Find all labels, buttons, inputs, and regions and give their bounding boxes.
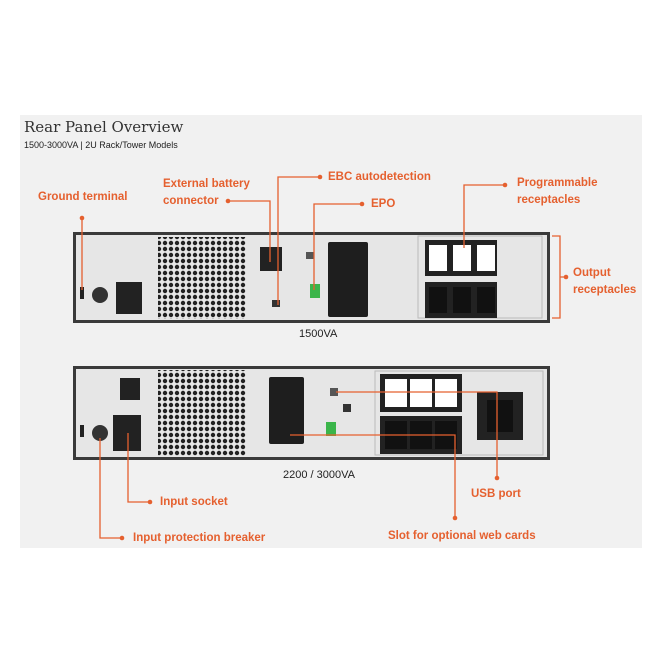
ground-terminal: [80, 425, 84, 437]
callout-web-card-slot: Slot for optional web cards: [388, 530, 536, 542]
programmable-receptacles: [380, 374, 462, 412]
page-title: Rear Panel Overview: [24, 118, 184, 136]
callout-text: Output: [573, 267, 611, 279]
page-subtitle: 1500-3000VA | 2U Rack/Tower Models: [24, 140, 178, 150]
circuit-breaker: [92, 425, 108, 441]
callout-text: connector: [163, 195, 219, 207]
callout-text: receptacles: [517, 194, 581, 206]
callout-text: External battery: [163, 178, 250, 190]
usb-port: [306, 252, 314, 259]
ups-1500va-rear: [73, 232, 550, 323]
callout-output-receptacles: Output receptacles: [573, 265, 636, 299]
callout-epo: EPO: [371, 198, 396, 210]
callout-ground-terminal: Ground terminal: [38, 191, 128, 203]
fan-vent: [158, 237, 246, 319]
callout-text: Programmable: [517, 177, 598, 189]
model-label-1500va: 1500VA: [299, 328, 338, 340]
callout-programmable-receptacles: Programmable receptacles: [517, 175, 598, 209]
callout-input-socket: Input socket: [160, 496, 228, 508]
input-socket: [116, 282, 142, 314]
callout-ebc-autodetection: EBC autodetection: [328, 171, 431, 183]
callout-dots: [79, 174, 569, 541]
epo-connector: [310, 284, 320, 298]
callout-text: receptacles: [573, 284, 637, 296]
callout-external-battery: External battery connector: [163, 176, 250, 210]
ups-2200-3000va-rear: [73, 366, 550, 460]
web-card-slot: [328, 242, 368, 317]
circuit-breaker: [92, 287, 108, 303]
fan-vent: [158, 370, 246, 456]
output-receptacles: [425, 282, 497, 318]
ebc-connector: [260, 247, 282, 271]
usb-port: [330, 388, 338, 396]
epo-connector: [326, 422, 336, 436]
callout-lines: [81, 176, 566, 539]
callout-usb-port: USB port: [471, 488, 521, 500]
model-label-2200-3000va: 2200 / 3000VA: [283, 469, 355, 481]
programmable-receptacles: [425, 240, 497, 276]
ebc-connector: [120, 378, 140, 400]
diagram-background: [20, 115, 642, 548]
input-socket: [113, 415, 141, 451]
callout-input-breaker: Input protection breaker: [133, 532, 266, 544]
web-card-slot: [269, 377, 304, 444]
ground-terminal: [80, 287, 84, 299]
